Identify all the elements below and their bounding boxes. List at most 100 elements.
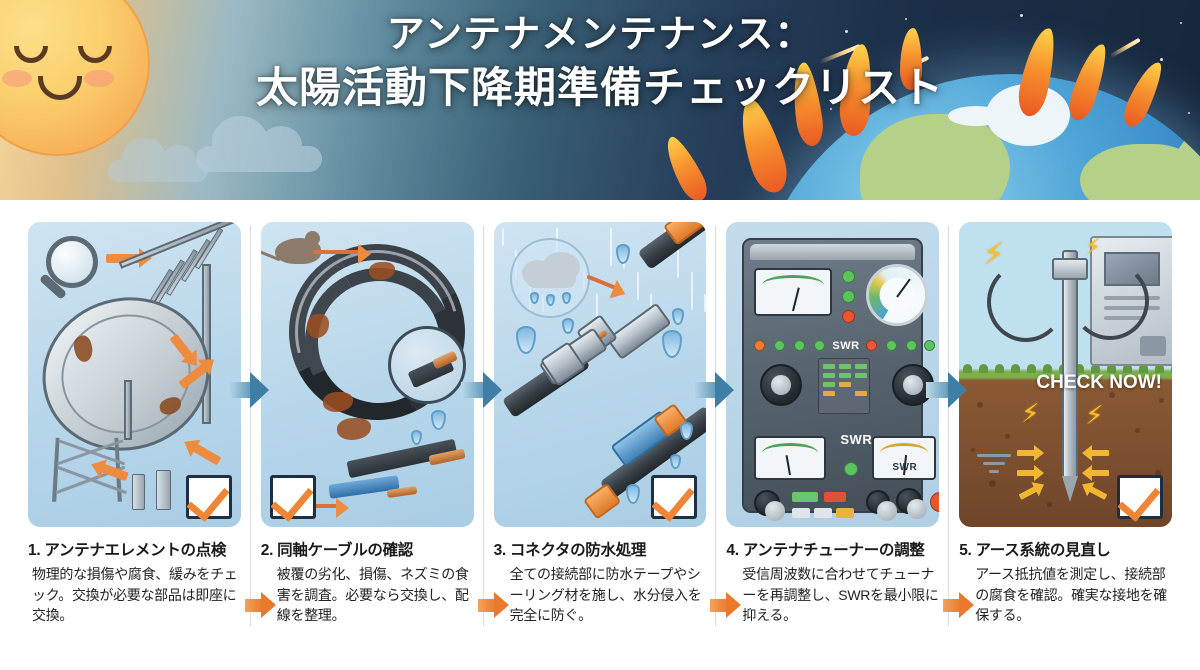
solar-flare-icon: [900, 28, 922, 90]
rain-line: [609, 228, 612, 266]
swr-label-mid: SWR: [840, 432, 873, 447]
status-badge: [1116, 475, 1163, 519]
rodent-damage: [368, 262, 395, 280]
rain-line: [690, 272, 693, 310]
meter-scale: [880, 443, 929, 453]
coax-connector: [605, 302, 672, 360]
waterproof-pointer-icon: [585, 274, 616, 290]
current-flow-arrow-icon: [1017, 445, 1045, 461]
dish-support-mast: [124, 380, 132, 440]
tuning-knob-left[interactable]: [760, 364, 803, 406]
status-led-green: [842, 290, 856, 303]
step-title: 1. アンテナエレメントの点検: [28, 542, 227, 559]
select-knob[interactable]: [896, 488, 928, 519]
flow-arrow-icon: [460, 372, 502, 408]
step-column-1: 1. アンテナエレメントの点検 物理的な損傷や腐食、緩みをチェック。交換が必要な…: [18, 222, 269, 670]
grass-tuft: [1107, 364, 1117, 373]
star-icon: [1160, 58, 1163, 61]
rain-line: [501, 228, 504, 246]
step-title: 3. コネクタの防水処理: [493, 542, 647, 559]
antenna-tuner-device: SWR: [742, 238, 940, 521]
step-flow-arrow-icon: [943, 592, 975, 618]
step-flow-arrow-icon: [477, 592, 510, 618]
rodent-damage: [336, 418, 371, 440]
star-icon: [780, 44, 782, 46]
lightning-bolt-icon: ⚡: [1021, 398, 1040, 428]
page-title: アンテナメンテナンス： 太陽活動下降期準備チェックリスト: [0, 10, 1200, 116]
lightning-bolt-icon: ⚡: [1085, 400, 1104, 430]
adjust-knob[interactable]: [866, 490, 898, 521]
step-description: 物理的な損傷や腐食、緩みをチェック。交換が必要な部品は即座に交換。: [32, 566, 238, 623]
coaxial-cable-inspection-illustration: [260, 222, 474, 527]
status-badge: [651, 475, 698, 519]
indicator-led: [794, 340, 806, 351]
meter-scale: [762, 443, 819, 453]
star-icon: [1188, 112, 1190, 114]
smiling-sun-icon: [0, 0, 172, 178]
connector-waterproofing-illustration: [493, 222, 707, 527]
water-drop-icon: [669, 454, 681, 469]
arctic-icecap: [948, 106, 1004, 126]
status-led-green: [842, 270, 856, 283]
soil-speck: [1155, 470, 1162, 476]
step-column-2: 2. 同軸ケーブルの確認 被覆の劣化、損傷、ネズミの食害を調査。必要なら交換し、…: [244, 222, 502, 670]
current-flow-arrow-icon: [1088, 486, 1108, 500]
check-now-callout: CHECK NOW!: [1036, 372, 1162, 393]
meter-needle: [785, 455, 792, 476]
lightning-bolt-icon: ⚡: [983, 238, 1005, 271]
cabinet-display: [1103, 252, 1160, 286]
level-bargraph: [818, 358, 871, 414]
check-arrow-icon: [192, 443, 222, 466]
column-divider: [482, 226, 484, 626]
soil-speck: [1109, 392, 1116, 398]
step-description: 全ての接続部に防水テープやシーリング材を施し、水分侵入を完全に防ぐ。: [509, 566, 702, 623]
grounding-rod-tip: [1062, 476, 1079, 502]
soil-speck: [1025, 418, 1030, 422]
swr-label-top: SWR: [832, 340, 860, 352]
step-description: アース抵抗値を測定し、接続部の腐食を確認。確実な接地を確保する。: [975, 566, 1167, 623]
swr-gauge-label: SWR: [892, 462, 918, 473]
analog-meter: [754, 268, 833, 316]
grass-tuft: [1123, 364, 1133, 373]
magnifier-icon: [46, 236, 98, 288]
soil-speck: [989, 480, 997, 487]
indicator-led: [814, 340, 826, 351]
step-flow-arrow-icon: [710, 592, 742, 618]
swr-meter: SWR: [872, 436, 937, 480]
grass-tuft: [1043, 364, 1053, 373]
soil-speck: [1159, 398, 1165, 403]
star-icon: [845, 30, 848, 33]
column-divider: [249, 226, 251, 626]
rod-clamp: [1052, 258, 1089, 280]
grass-tuft: [1091, 364, 1101, 373]
status-badge: [185, 475, 232, 519]
rain-cloud-icon: [509, 238, 590, 318]
grass-tuft: [1011, 364, 1021, 373]
indicator-led: [844, 462, 859, 476]
rodent-damage: [322, 392, 353, 412]
water-drop-icon: [430, 410, 446, 430]
lightning-bolt-icon: ⚡: [1085, 234, 1101, 259]
damage-pointer-icon: [306, 498, 349, 518]
current-flow-arrow-icon: [1082, 445, 1110, 461]
meter-needle: [792, 287, 801, 312]
device-top-panel: [750, 244, 916, 260]
status-led-red: [842, 310, 856, 323]
column-divider: [948, 226, 950, 626]
grass-tuft: [963, 364, 973, 373]
meter-scale: [762, 275, 825, 285]
power-knob[interactable]: [754, 490, 786, 521]
step-title: 2. 同軸ケーブルの確認: [260, 542, 414, 559]
current-flow-arrow-icon: [1017, 465, 1045, 481]
equipment-cabinet: [1089, 236, 1172, 366]
rain-line: [704, 294, 707, 312]
star-icon: [1180, 22, 1182, 24]
indicator-led: [774, 340, 786, 351]
indicator-led: [886, 340, 898, 351]
continent-north-america: [860, 114, 1010, 200]
mouse-tail: [260, 249, 281, 262]
rain-line: [677, 250, 680, 278]
rodent-damage: [306, 314, 329, 338]
soil-speck: [1047, 502, 1053, 507]
